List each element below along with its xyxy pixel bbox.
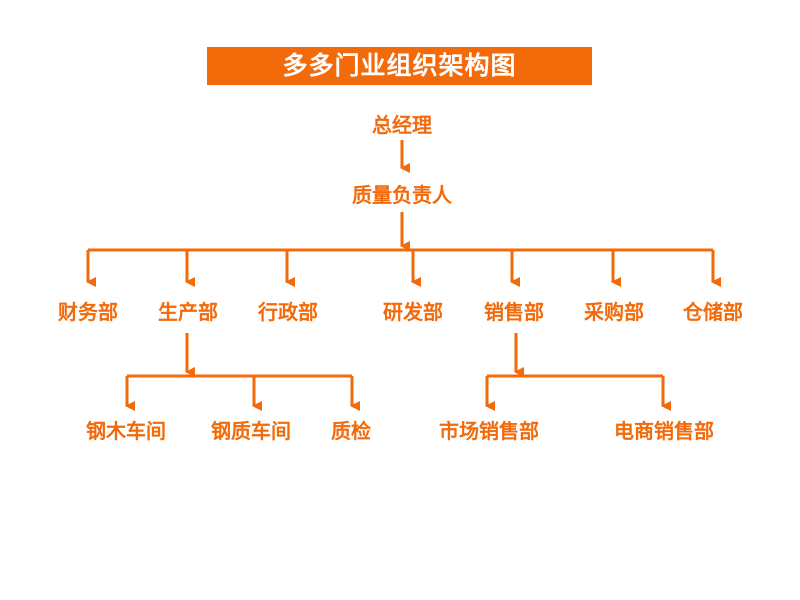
chart-title: 多多门业组织架构图 xyxy=(282,51,517,80)
node-unit-steel-workshop: 钢质车间 xyxy=(211,419,291,443)
node-dept-finance: 财务部 xyxy=(58,300,118,324)
node-dept-purchasing: 采购部 xyxy=(584,300,644,324)
title-banner: 多多门业组织架构图 xyxy=(207,47,592,85)
node-dept-sales: 销售部 xyxy=(484,300,544,324)
node-unit-market-sales: 市场销售部 xyxy=(439,419,539,443)
node-unit-steel-wood-workshop: 钢木车间 xyxy=(86,419,166,443)
node-dept-warehouse: 仓储部 xyxy=(683,300,743,324)
node-dept-production: 生产部 xyxy=(158,300,218,324)
node-dept-admin: 行政部 xyxy=(258,300,318,324)
node-quality-head: 质量负责人 xyxy=(352,183,452,207)
node-dept-rd: 研发部 xyxy=(383,300,443,324)
node-unit-ecommerce-sales: 电商销售部 xyxy=(614,419,714,443)
node-unit-quality-inspection: 质检 xyxy=(331,419,371,443)
node-general-manager: 总经理 xyxy=(372,113,432,137)
